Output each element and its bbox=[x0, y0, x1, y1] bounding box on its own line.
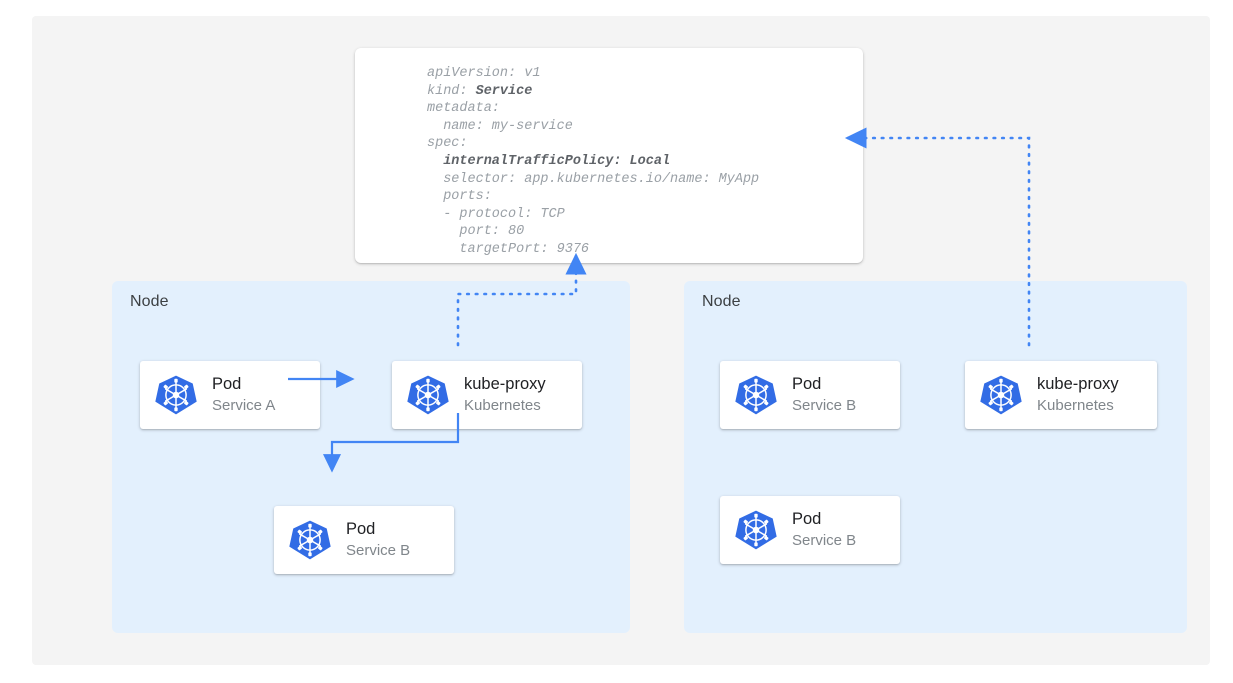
yaml-line-protocol: - protocol: TCP bbox=[427, 206, 565, 222]
yaml-line-kind: kind: Service bbox=[427, 83, 759, 101]
card-pod-service-b-right-top[interactable]: Pod Service B bbox=[720, 361, 900, 429]
yaml-line-port: port: 80 bbox=[427, 224, 525, 240]
kubernetes-icon bbox=[154, 373, 198, 417]
card-pod-service-b-right-bottom[interactable]: Pod Service B bbox=[720, 496, 900, 564]
kubernetes-icon bbox=[734, 373, 778, 417]
card-title: Pod bbox=[792, 510, 822, 528]
kubernetes-icon bbox=[288, 518, 332, 562]
card-title: Pod bbox=[212, 375, 242, 393]
yaml-line-apiversion: apiVersion: v1 bbox=[427, 66, 541, 81]
card-subtitle: Service B bbox=[792, 397, 857, 414]
card-subtitle: Service B bbox=[792, 532, 857, 549]
kubernetes-icon bbox=[406, 373, 450, 417]
card-kube-proxy-left[interactable]: kube-proxy Kubernetes bbox=[392, 361, 582, 429]
card-title: kube-proxy bbox=[464, 375, 546, 393]
kubernetes-icon bbox=[979, 373, 1023, 417]
node-label-right: Node bbox=[702, 293, 741, 310]
card-pod-service-a[interactable]: Pod Service A bbox=[140, 361, 320, 429]
card-title: kube-proxy bbox=[1037, 375, 1119, 393]
node-group-left: Node bbox=[112, 281, 630, 633]
card-title: Pod bbox=[792, 375, 822, 393]
yaml-line-name: name: my-service bbox=[427, 118, 573, 134]
yaml-kind-value: Service bbox=[475, 83, 533, 99]
card-text: kube-proxy Kubernetes bbox=[1037, 374, 1119, 416]
card-text: Pod Service B bbox=[792, 374, 856, 416]
card-text: Pod Service B bbox=[346, 519, 410, 561]
node-label-left: Node bbox=[130, 293, 169, 310]
yaml-line-selector: selector: app.kubernetes.io/name: MyApp bbox=[427, 171, 760, 187]
card-subtitle: Kubernetes bbox=[464, 397, 541, 414]
card-title: Pod bbox=[346, 520, 376, 538]
card-kube-proxy-right[interactable]: kube-proxy Kubernetes bbox=[965, 361, 1157, 429]
yaml-line-internal-traffic-policy: internalTrafficPolicy: Local bbox=[427, 153, 671, 169]
yaml-line-ports: ports: bbox=[427, 189, 492, 205]
yaml-kind-key: kind: bbox=[427, 83, 476, 99]
yaml-line-metadata: metadata: bbox=[427, 101, 500, 117]
card-subtitle: Kubernetes bbox=[1037, 397, 1114, 414]
card-pod-service-b-left[interactable]: Pod Service B bbox=[274, 506, 454, 574]
yaml-line-spec: spec: bbox=[427, 136, 468, 152]
kubernetes-icon bbox=[734, 508, 778, 552]
node-group-right: Node bbox=[684, 281, 1187, 633]
yaml-line-target-port: targetPort: 9376 bbox=[427, 241, 590, 257]
card-subtitle: Service B bbox=[346, 542, 411, 559]
card-subtitle: Service A bbox=[212, 397, 276, 414]
card-text: kube-proxy Kubernetes bbox=[464, 374, 546, 416]
card-text: Pod Service A bbox=[212, 374, 275, 416]
card-text: Pod Service B bbox=[792, 509, 856, 551]
